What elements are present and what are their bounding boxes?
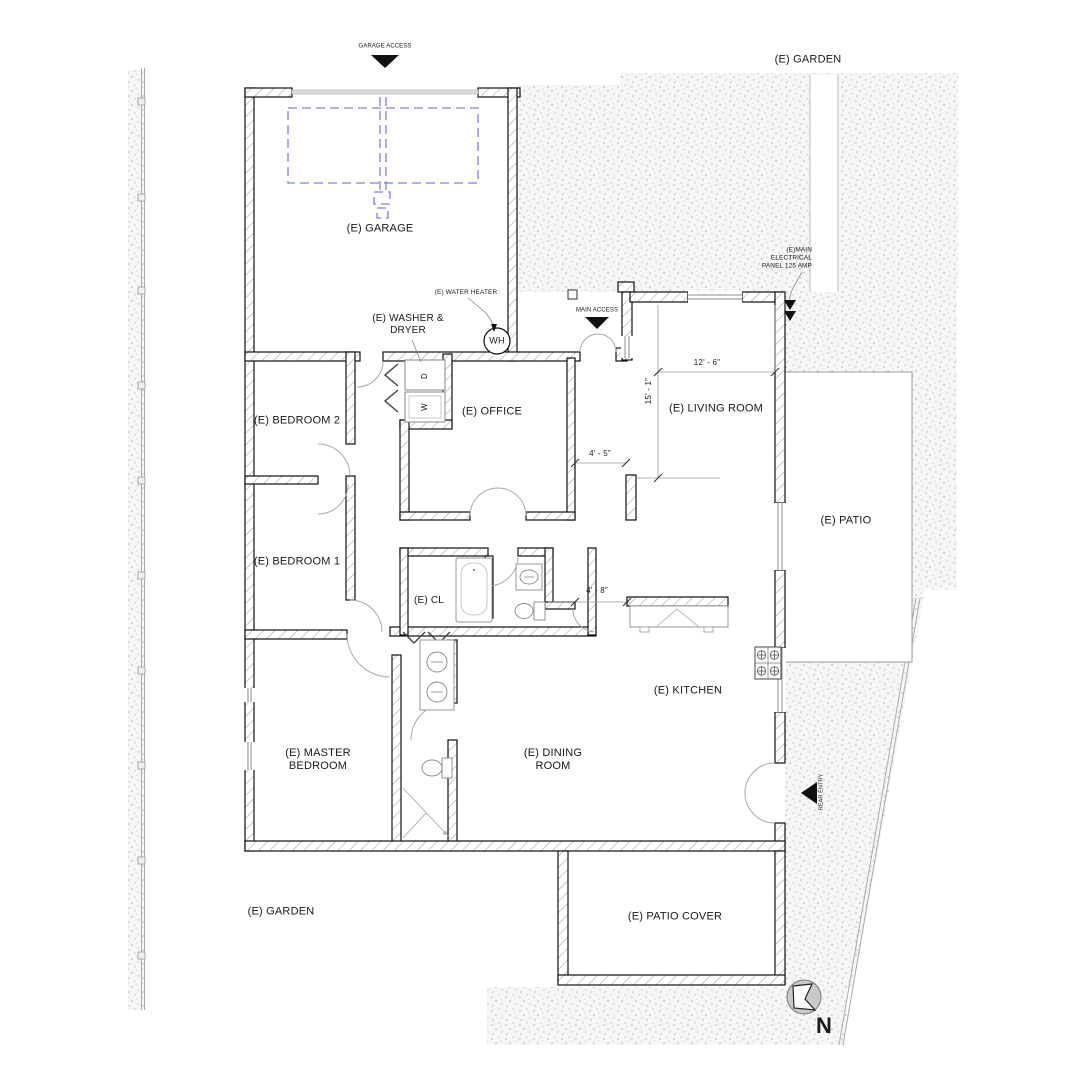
kitchen-counter xyxy=(629,605,729,628)
dim-living-height: 15' - 1" xyxy=(644,377,654,405)
dryer-tag: D xyxy=(420,373,430,379)
washer-icon xyxy=(404,391,446,423)
north-label: N xyxy=(816,1012,832,1038)
toilet-icon xyxy=(441,757,453,779)
water-heater-symbol xyxy=(483,327,511,355)
garden-top-label: (E) GARDEN xyxy=(774,53,842,66)
garage-access-arrow-icon xyxy=(371,55,399,68)
toilet-icon xyxy=(533,601,546,621)
water-heater-arrow-icon xyxy=(491,324,497,332)
dim-kitchen-pass: 4' - 8" xyxy=(586,586,608,596)
shower-icon xyxy=(402,787,451,839)
dimension-lines xyxy=(548,305,776,603)
garden-bottom-label: (E) GARDEN xyxy=(247,905,315,918)
bedroom2-label: (E) BEDROOM 2 xyxy=(253,414,341,427)
rear-entry-label: REAR ENTRY xyxy=(818,773,825,811)
washer-dryer-label: (E) WASHER & DRYER xyxy=(372,313,444,336)
patio-cover-label: (E) PATIO COVER xyxy=(627,910,723,923)
bedroom1-label: (E) BEDROOM 1 xyxy=(253,555,341,568)
office-label: (E) OFFICE xyxy=(461,405,523,418)
leaders xyxy=(411,271,803,363)
garage-access-label: GARAGE ACCESS xyxy=(358,43,412,50)
water-heater-label: (E) WATER HEATER xyxy=(434,289,498,297)
living-room-label: (E) LIVING ROOM xyxy=(668,402,764,415)
master-bedroom-label: (E) MASTER BEDROOM xyxy=(285,746,351,772)
dryer-icon xyxy=(404,359,446,391)
main-access-arrow-icon xyxy=(585,317,609,329)
kitchen-fixtures xyxy=(629,605,782,680)
bathtub-icon xyxy=(455,557,493,623)
walls xyxy=(244,87,786,986)
fence-line xyxy=(137,68,146,1010)
north-arrow-icon xyxy=(786,979,822,1015)
kitchen-label: (E) KITCHEN xyxy=(653,684,723,697)
closet-label: (E) CL xyxy=(413,595,445,606)
dim-hall-width: 4' - 5" xyxy=(589,449,611,459)
electrical-panel-label: (E)MAIN ELECTRICAL PANEL 125 AMP xyxy=(761,246,812,269)
water-heater-tag: WH xyxy=(489,335,505,346)
stove-icon xyxy=(754,646,782,680)
windows xyxy=(244,291,786,770)
garage-label: (E) GARAGE xyxy=(346,222,414,235)
electrical-panel-icon xyxy=(784,300,796,321)
doorbell-symbol xyxy=(567,289,578,300)
main-access-label: MAIN ACCESS xyxy=(575,307,619,314)
dining-room-label: (E) DINING ROOM xyxy=(523,746,583,772)
garage-door xyxy=(287,89,479,219)
patio-label: (E) PATIO xyxy=(820,514,872,527)
dimension-ticks xyxy=(570,367,780,607)
dim-living-width: 12' - 6" xyxy=(693,358,721,368)
bathroom-fixtures xyxy=(402,557,546,839)
patio-slab xyxy=(784,371,913,663)
rear-entry-arrow-icon xyxy=(801,782,817,804)
washer-tag: W xyxy=(420,403,430,411)
vanity-icon xyxy=(419,639,455,711)
property-line xyxy=(838,597,921,1046)
laundry-appliances xyxy=(404,359,446,423)
